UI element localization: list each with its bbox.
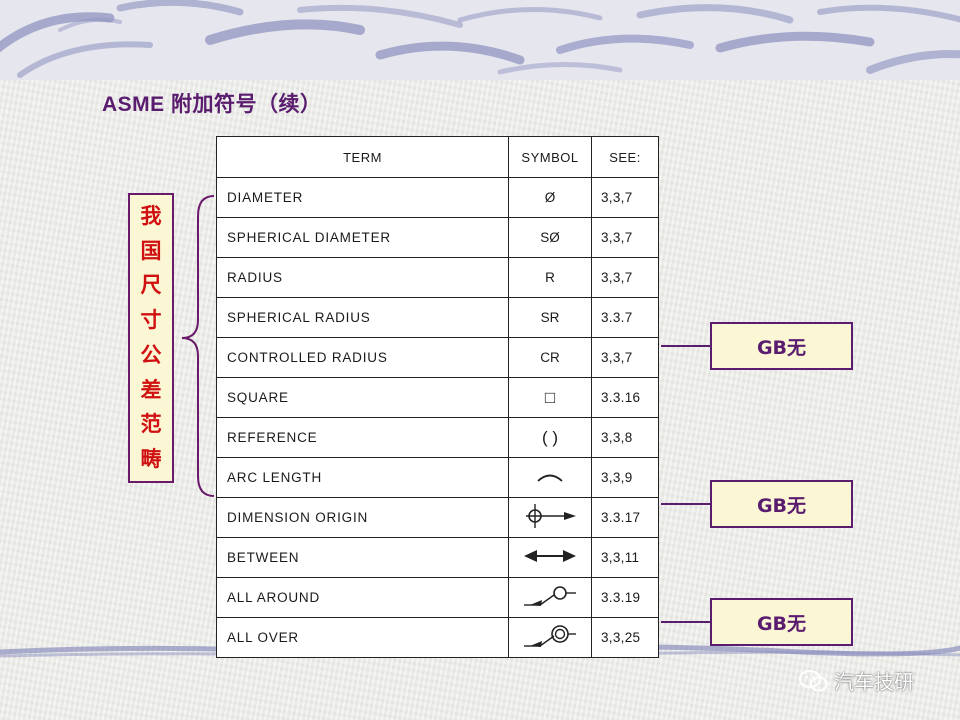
see-cell: 3,3,25 (591, 617, 659, 658)
symbol-cell: SØ (508, 217, 592, 258)
watermark: 汽车技研 (798, 666, 914, 695)
see-cell: 3,3,8 (591, 417, 659, 458)
see-cell: 3,3,7 (591, 337, 659, 378)
scope-char: 差 (140, 377, 162, 402)
scope-char: 寸 (140, 308, 162, 333)
symbol-cell (508, 457, 592, 498)
term-cell: SPHERICAL DIAMETER (216, 217, 509, 258)
scope-char: 尺 (140, 273, 162, 298)
table-row: BETWEEN 3,3,11 (216, 537, 659, 578)
term-cell: RADIUS (216, 257, 509, 298)
wechat-logo-icon (799, 669, 828, 691)
table-row: RADIUS R 3,3,7 (216, 257, 659, 298)
all-over-icon (524, 625, 576, 647)
header-see: SEE: (591, 136, 659, 178)
term-cell: ALL OVER (216, 617, 509, 658)
arc-length-icon (537, 474, 563, 482)
scope-char: 国 (140, 238, 162, 263)
term-cell: DIMENSION ORIGIN (216, 497, 509, 538)
table-row: SQUARE □ 3.3.16 (216, 377, 659, 418)
gb-note-dimension-origin: GB无 (710, 480, 853, 528)
see-cell: 3.3.19 (591, 577, 659, 618)
decorative-top-band (0, 0, 960, 80)
header-term: TERM (216, 136, 509, 178)
symbol-cell: Ø (508, 177, 592, 218)
symbol-cell: R (508, 257, 592, 298)
table-row: DIAMETER Ø 3,3,7 (216, 177, 659, 218)
table-row: SPHERICAL RADIUS SR 3.3.7 (216, 297, 659, 338)
term-cell: SPHERICAL RADIUS (216, 297, 509, 338)
see-cell: 3,3,9 (591, 457, 659, 498)
gb-note-controlled-radius: GB无 (710, 322, 853, 370)
table-row: REFERENCE ( ) 3,3,8 (216, 417, 659, 458)
term-cell: CONTROLLED RADIUS (216, 337, 509, 378)
table-row: SPHERICAL DIAMETER SØ 3,3,7 (216, 217, 659, 258)
asme-symbol-table: TERM SYMBOL SEE: DIAMETER Ø 3,3,7 SPHERI… (216, 136, 659, 658)
term-cell: SQUARE (216, 377, 509, 418)
slide-title: ASME 附加符号（续） (102, 93, 322, 116)
see-cell: 3.3.17 (591, 497, 659, 538)
see-cell: 3,3,11 (591, 537, 659, 578)
term-cell: DIAMETER (216, 177, 509, 218)
header-symbol: SYMBOL (508, 136, 592, 178)
scope-char: 我 (140, 203, 162, 228)
all-around-icon (524, 586, 576, 606)
see-cell: 3.3.7 (591, 297, 659, 338)
scope-char: 畴 (140, 447, 162, 472)
table-row: ARC LENGTH 3,3,9 (216, 457, 659, 498)
symbol-cell: □ (508, 377, 592, 418)
term-cell: BETWEEN (216, 537, 509, 578)
symbol-cell (508, 577, 592, 618)
term-cell: REFERENCE (216, 417, 509, 458)
symbol-cell: CR (508, 337, 592, 378)
symbol-cell: SR (508, 297, 592, 338)
table-row: ALL OVER 3,3,25 (216, 617, 659, 658)
table-row: DIMENSION ORIGIN 3.3.17 (216, 497, 659, 538)
table-header-row: TERM SYMBOL SEE: (216, 136, 659, 178)
symbol-table-container: TERM SYMBOL SEE: DIAMETER Ø 3,3,7 SPHERI… (216, 136, 659, 658)
term-cell: ARC LENGTH (216, 457, 509, 498)
symbol-cell (508, 617, 592, 658)
scope-char: 公 (140, 342, 162, 367)
watermark-text: 汽车技研 (834, 670, 914, 694)
dimension-origin-icon (526, 504, 576, 528)
scope-char: 范 (140, 412, 162, 437)
symbol-cell: ( ) (508, 417, 592, 458)
see-cell: 3,3,7 (591, 177, 659, 218)
symbol-cell (508, 537, 592, 578)
see-cell: 3,3,7 (591, 217, 659, 258)
table-row: ALL AROUND 3.3.19 (216, 577, 659, 618)
see-cell: 3.3.16 (591, 377, 659, 418)
term-cell: ALL AROUND (216, 577, 509, 618)
table-row: CONTROLLED RADIUS CR 3,3,7 (216, 337, 659, 378)
between-arrow-icon (524, 550, 576, 562)
symbol-cell (508, 497, 592, 538)
chinese-scope-label: 我 国 尺 寸 公 差 范 畴 (128, 193, 174, 483)
gb-note-all-over: GB无 (710, 598, 853, 646)
see-cell: 3,3,7 (591, 257, 659, 298)
